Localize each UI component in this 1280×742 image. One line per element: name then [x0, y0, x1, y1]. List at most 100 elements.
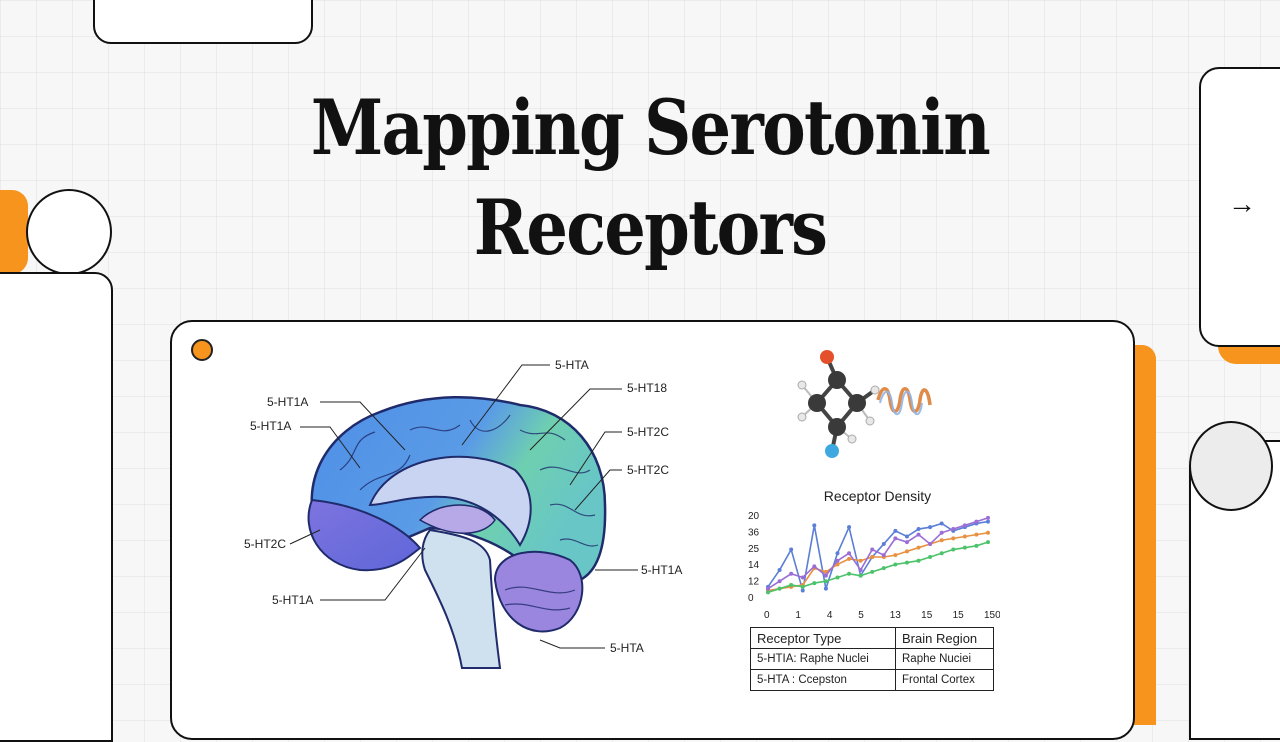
data-point	[789, 582, 794, 587]
y-tick-label: 20	[748, 511, 760, 522]
title-line-1: Mapping Serotonin	[310, 83, 991, 172]
data-point	[812, 564, 817, 569]
corpus-callosum	[368, 455, 532, 547]
data-point	[916, 532, 921, 537]
data-point	[939, 521, 944, 526]
brainstem	[421, 528, 502, 669]
data-point	[835, 575, 840, 580]
chart-series	[766, 515, 990, 595]
data-point	[812, 523, 817, 528]
series-line-3	[767, 517, 989, 590]
label-5-ht2c-lower: 5-HT2C	[627, 463, 669, 477]
next-arrow-icon[interactable]: →	[1228, 188, 1256, 219]
cell-receptor: 5-HTA : Ccepston	[750, 669, 896, 691]
protein-helix	[876, 387, 932, 413]
data-point	[893, 528, 898, 533]
data-point	[858, 573, 863, 578]
data-point	[881, 566, 886, 571]
atoms	[797, 350, 880, 458]
protein-helix-shadow	[879, 390, 923, 416]
data-point	[870, 569, 875, 574]
slide-title: Mapping Serotonin Receptors	[306, 78, 994, 278]
table-row: 5-HTA : Ccepston Frontal Cortex	[750, 669, 994, 691]
label-5-ht1a-bottom-left: 5-HT1A	[272, 593, 313, 607]
data-point	[951, 536, 956, 541]
data-point	[962, 523, 967, 528]
data-point	[800, 588, 805, 593]
cerebellum	[493, 550, 584, 633]
label-5-hta-bottom: 5-HTA	[610, 641, 644, 655]
y-tick-label: 12	[748, 577, 760, 588]
data-point	[881, 541, 886, 546]
header-receptor-type: Receptor Type	[750, 627, 896, 649]
series-line-2	[767, 541, 989, 594]
y-tick-label: 0	[748, 593, 754, 604]
data-point	[928, 525, 933, 530]
leader-lines	[289, 364, 638, 649]
table-header-row: Receptor Type Brain Region	[750, 627, 994, 649]
cell-receptor: 5-HTIA: Raphe Nuclei	[750, 648, 896, 670]
data-point	[847, 556, 852, 561]
label-5-ht1a-right: 5-HT1A	[641, 563, 682, 577]
x-tick-label: 15	[953, 610, 965, 621]
brain-labels: 5-HTA 5-HT18 5-HT2C 5-HT2C 5-HT1A 5-HTA …	[244, 358, 682, 655]
data-point	[916, 558, 921, 563]
data-point	[986, 519, 990, 524]
data-point	[928, 555, 933, 559]
title-line-2: Receptors	[473, 183, 828, 272]
data-point	[974, 543, 979, 548]
label-5-hta-top: 5-HTA	[555, 358, 589, 372]
data-point	[904, 549, 909, 554]
data-point	[916, 545, 921, 550]
data-point	[939, 530, 944, 535]
y-tick-label: 25	[748, 544, 760, 555]
right-circle	[1189, 421, 1273, 511]
data-point	[928, 541, 933, 546]
next-slide-card[interactable]	[1199, 67, 1280, 347]
data-point	[800, 584, 805, 589]
label-5-ht18: 5-HT18	[627, 381, 667, 395]
data-point	[823, 586, 828, 591]
data-point	[904, 560, 909, 565]
x-tick-label: 5	[858, 610, 864, 621]
data-point	[916, 527, 921, 532]
data-point	[789, 547, 794, 552]
data-point	[962, 545, 967, 550]
data-point	[800, 575, 805, 580]
data-point	[777, 579, 782, 584]
x-tick-label: 15	[921, 610, 933, 621]
table-row: 5-HTIA: Raphe Nuclei Raphe Nuciei	[750, 648, 994, 670]
data-point	[858, 568, 863, 573]
data-point	[951, 547, 956, 552]
data-point	[835, 558, 840, 563]
data-point	[835, 551, 840, 556]
card-dot-icon	[191, 339, 213, 361]
label-5-ht1a-top-left: 5-HT1A	[267, 395, 308, 409]
series-line-0	[767, 520, 989, 591]
x-tick-label: 0	[764, 610, 770, 621]
data-point	[939, 538, 944, 543]
left-side-card	[0, 272, 113, 742]
data-point	[951, 527, 956, 532]
data-point	[777, 586, 782, 591]
data-point	[904, 540, 909, 545]
x-tick-label: 150	[984, 610, 1000, 621]
data-point	[881, 553, 886, 558]
data-point	[835, 562, 840, 567]
label-5-ht2c-upper: 5-HT2C	[627, 425, 669, 439]
data-point	[823, 569, 828, 574]
x-tick-label: 4	[827, 610, 833, 621]
data-point	[766, 586, 770, 591]
data-point	[777, 568, 782, 573]
thalamus	[418, 504, 496, 534]
data-point	[789, 571, 794, 576]
data-point	[893, 553, 898, 558]
data-point	[986, 515, 990, 520]
data-point	[974, 519, 979, 524]
data-point	[812, 581, 817, 586]
x-tick-label: 1	[795, 610, 801, 621]
data-point	[858, 558, 863, 563]
data-point	[962, 534, 967, 539]
